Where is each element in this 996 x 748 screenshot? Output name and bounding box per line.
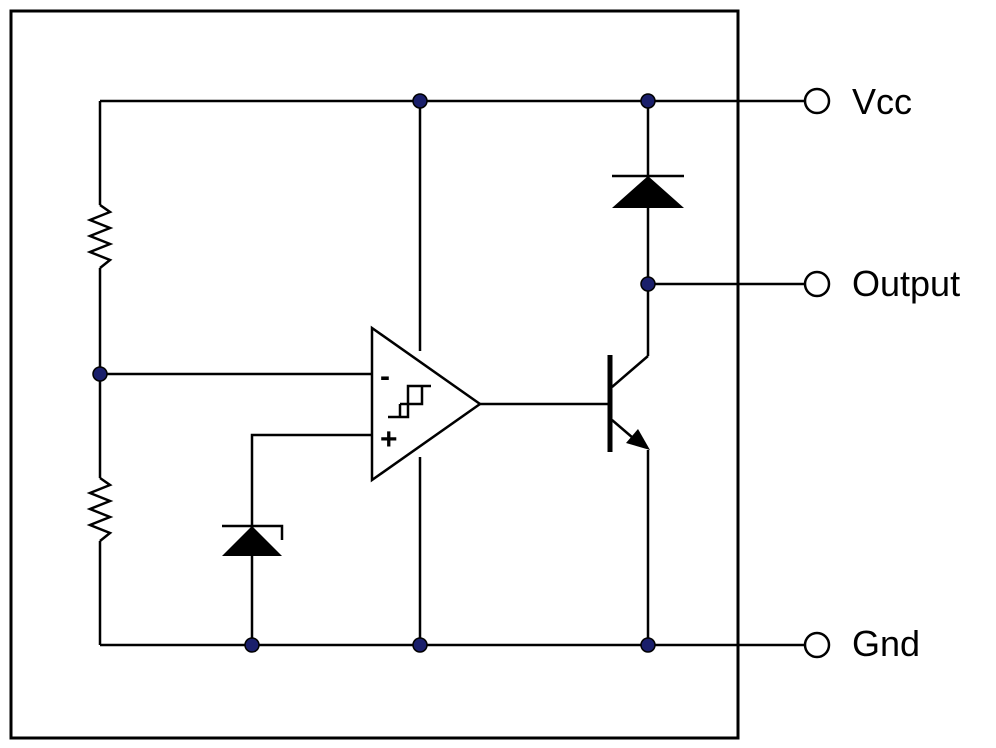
- upper-resistor: [86, 203, 114, 269]
- zener-reference: [222, 433, 372, 645]
- noninverting-sign: +: [380, 423, 398, 456]
- output-node: [640, 276, 656, 292]
- gnd-node-zener: [244, 637, 260, 653]
- npn-transistor: [607, 355, 650, 645]
- protection-diode: [612, 101, 684, 284]
- hysteresis-symbol: [388, 384, 431, 419]
- gnd-node-emitter: [640, 637, 656, 653]
- inverting-sign: -: [380, 360, 390, 393]
- vcc-node-diode: [640, 93, 656, 109]
- output-terminal: [803, 270, 831, 298]
- package-outline: [9, 9, 740, 740]
- gnd-terminal: [803, 631, 831, 659]
- vcc-node-comparator: [412, 93, 428, 109]
- schmitt-comparator: - +: [370, 325, 483, 483]
- vcc-label: Vcc: [852, 81, 912, 122]
- lower-resistor: [86, 476, 114, 542]
- vcc-terminal: [803, 87, 831, 115]
- output-label: Output: [852, 263, 960, 304]
- gnd-node-comparator: [412, 637, 428, 653]
- emitter-arrow: [626, 429, 650, 450]
- divider-node: [92, 366, 108, 382]
- zener-diode: [222, 526, 282, 556]
- gnd-label: Gnd: [852, 623, 920, 664]
